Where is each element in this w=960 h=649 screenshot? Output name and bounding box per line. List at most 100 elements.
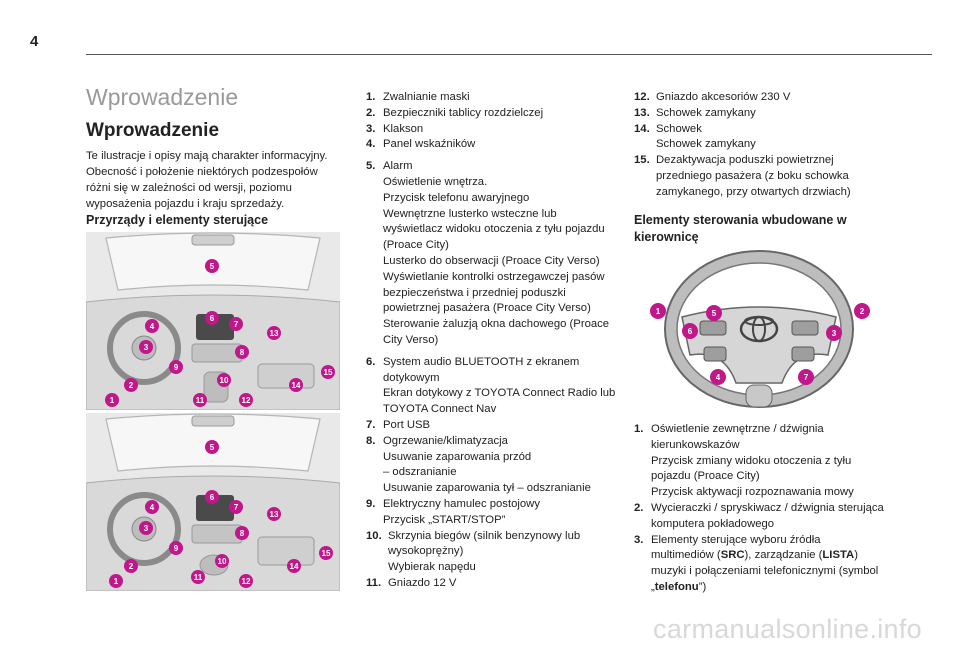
list-item: 14.Schowek Schowek zamykany xyxy=(634,122,756,151)
svg-text:2: 2 xyxy=(129,381,134,390)
callout-badge-7: 7 xyxy=(798,369,814,385)
svg-text:3: 3 xyxy=(144,343,149,352)
svg-text:13: 13 xyxy=(270,329,279,338)
callout-badge-2: 2 xyxy=(854,303,870,319)
list-item: 9.Elektryczny hamulec postojowy Przycisk… xyxy=(366,497,540,526)
callout-badge-14: 14 xyxy=(289,378,303,392)
header-rule xyxy=(86,54,932,55)
svg-text:12: 12 xyxy=(242,396,251,405)
svg-text:2: 2 xyxy=(860,307,865,316)
watermark: carmanualsonline.info xyxy=(653,614,922,644)
callout-badge-1: 1 xyxy=(650,303,666,319)
callout-badge-8: 8 xyxy=(235,526,249,540)
callout-badge-10: 10 xyxy=(217,373,231,387)
steering-heading: Elementy sterowania wbudowane w kierowni… xyxy=(634,213,847,244)
middle-column: 1.Zwalnianie maski 2.Bezpieczniki tablic… xyxy=(366,90,616,592)
callout-badge-2: 2 xyxy=(124,378,138,392)
svg-text:6: 6 xyxy=(210,314,215,323)
svg-text:14: 14 xyxy=(290,562,299,571)
svg-text:3: 3 xyxy=(144,524,149,533)
callout-badge-12: 12 xyxy=(239,574,253,588)
svg-text:12: 12 xyxy=(242,577,251,586)
svg-text:5: 5 xyxy=(210,262,215,271)
list-item: 1.Oświetlenie zewnętrzne / dźwignia kier… xyxy=(634,423,854,499)
svg-text:6: 6 xyxy=(688,327,693,336)
chapter-title: Wprowadzenie xyxy=(86,84,239,110)
controls-list-a: 1.Zwalnianie maski 2.Bezpieczniki tablic… xyxy=(366,90,616,153)
svg-text:11: 11 xyxy=(194,573,203,582)
callout-badge-1: 1 xyxy=(105,393,119,407)
list-item: 1.Zwalnianie maski xyxy=(366,91,470,103)
steering-wheel-figure: 1 2 3 4 5 6 7 xyxy=(634,245,884,415)
svg-text:5: 5 xyxy=(712,309,717,318)
callout-badge-9: 9 xyxy=(169,360,183,374)
callout-badge-15: 15 xyxy=(321,365,335,379)
callout-badge-12: 12 xyxy=(239,393,253,407)
list-item: 3.Elementy sterujące wyboru źródła multi… xyxy=(634,533,879,593)
page-number: 4 xyxy=(30,33,39,50)
steering-controls-list: 1.Oświetlenie zewnętrzne / dźwignia kier… xyxy=(634,422,884,596)
svg-text:4: 4 xyxy=(150,503,155,512)
intro-text: Te ilustracje i opisy mają charakter inf… xyxy=(86,150,328,210)
svg-text:8: 8 xyxy=(240,529,245,538)
svg-text:7: 7 xyxy=(804,373,809,382)
dashboard-figure-1: 5 6 7 4 3 13 8 9 10 15 2 14 1 11 12 xyxy=(86,232,340,410)
list-item: 4.Panel wskaźników xyxy=(366,138,476,151)
callout-badge-8: 8 xyxy=(235,345,249,359)
callout-badge-7: 7 xyxy=(229,500,243,514)
callout-badge-14: 14 xyxy=(287,559,301,573)
svg-text:7: 7 xyxy=(234,320,239,329)
svg-text:1: 1 xyxy=(656,307,661,316)
callout-badges-2: 5 6 7 4 3 13 8 9 10 15 2 14 1 11 12 xyxy=(109,440,333,588)
svg-text:4: 4 xyxy=(150,322,155,331)
callout-badge-15: 15 xyxy=(319,546,333,560)
callout-badge-6: 6 xyxy=(682,323,698,339)
section-title: Wprowadzenie xyxy=(86,120,220,141)
callout-badge-1: 1 xyxy=(109,574,123,588)
callout-badge-9: 9 xyxy=(169,541,183,555)
list-item: 2.Wycieraczki / spryskiwacz / dźwignia s… xyxy=(634,501,884,530)
steering-wheel-illustration: 1 2 3 4 5 6 7 xyxy=(650,250,870,408)
list-item: 7.Port USB xyxy=(366,418,431,431)
callout-badge-3: 3 xyxy=(139,521,153,535)
controls-list-c: 6.System audio BLUETOOTH z ekranem dotyk… xyxy=(366,355,616,592)
callout-badge-10: 10 xyxy=(215,554,229,568)
svg-text:15: 15 xyxy=(324,368,333,377)
callout-badges-1: 5 6 7 4 3 13 8 9 10 15 2 14 1 11 12 xyxy=(105,259,335,407)
svg-text:9: 9 xyxy=(174,544,179,553)
controls-list-d: 12.Gniazdo akcesoriów 230 V 13.Schowek z… xyxy=(634,90,884,201)
svg-text:10: 10 xyxy=(218,557,227,566)
dashboard-heading: Przyrządy i elementy sterujące xyxy=(86,213,269,227)
callout-badge-11: 11 xyxy=(191,570,205,584)
callout-badge-3: 3 xyxy=(139,340,153,354)
callout-badge-6: 6 xyxy=(205,311,219,325)
svg-text:9: 9 xyxy=(174,363,179,372)
callout-badge-4: 4 xyxy=(710,369,726,385)
svg-text:10: 10 xyxy=(220,376,229,385)
callout-badge-13: 13 xyxy=(267,507,281,521)
svg-text:4: 4 xyxy=(716,373,721,382)
list-item: 11.Gniazdo 12 V xyxy=(366,576,457,589)
callout-badge-6: 6 xyxy=(205,490,219,504)
list-item: 8.Ogrzewanie/klimatyzacja Usuwanie zapar… xyxy=(366,434,591,495)
svg-text:15: 15 xyxy=(322,549,331,558)
callout-badge-13: 13 xyxy=(267,326,281,340)
svg-text:13: 13 xyxy=(270,510,279,519)
svg-text:6: 6 xyxy=(210,493,215,502)
callout-badge-5: 5 xyxy=(205,259,219,273)
svg-text:8: 8 xyxy=(240,348,245,357)
list-item: 12.Gniazdo akcesoriów 230 V xyxy=(634,91,791,103)
callout-badge-11: 11 xyxy=(193,393,207,407)
list-item: 2.Bezpieczniki tablicy rozdzielczej xyxy=(366,106,544,119)
right-column-top: 12.Gniazdo akcesoriów 230 V 13.Schowek z… xyxy=(634,90,884,201)
list-item: 5.Alarm Oświetlenie wnętrza. Przycisk te… xyxy=(366,160,610,346)
svg-text:14: 14 xyxy=(292,381,301,390)
list-item: 15.Dezaktywacja poduszki powietrznej prz… xyxy=(634,154,851,198)
list-item: 10.Skrzynia biegów (silnik benzynowy lub… xyxy=(366,529,581,574)
callout-badge-2: 2 xyxy=(124,559,138,573)
svg-text:2: 2 xyxy=(129,562,134,571)
list-item: 6.System audio BLUETOOTH z ekranem dotyk… xyxy=(366,355,616,416)
dashboard-figure-2: 5 6 7 4 3 13 8 9 10 15 2 14 1 11 12 xyxy=(86,413,340,591)
callout-badge-5: 5 xyxy=(706,305,722,321)
callout-badge-3: 3 xyxy=(826,325,842,341)
